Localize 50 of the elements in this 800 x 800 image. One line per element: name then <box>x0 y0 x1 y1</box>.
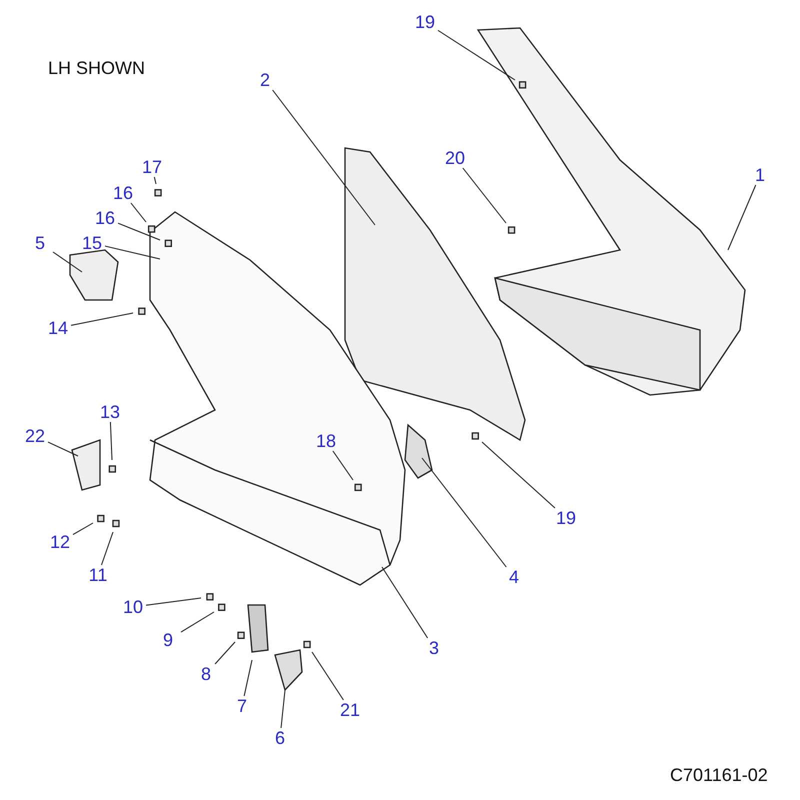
callout-number: 16 <box>92 208 118 228</box>
callout-number: 19 <box>553 508 579 528</box>
leader-line <box>70 312 134 326</box>
callout-number: 3 <box>421 638 447 658</box>
callout-number: 20 <box>442 148 468 168</box>
callout-number: 15 <box>79 233 105 253</box>
leader-line <box>146 598 202 606</box>
leader-line <box>130 202 146 222</box>
callout-number: 1 <box>747 165 773 185</box>
leader-line <box>482 442 556 508</box>
label-text: LH SHOWN <box>48 58 146 79</box>
leader-line <box>280 690 286 728</box>
callout-number: 5 <box>27 233 53 253</box>
leader-line <box>728 184 756 250</box>
callout-number: 6 <box>267 728 293 748</box>
leader-line <box>104 246 160 260</box>
callout-number: 8 <box>193 664 219 684</box>
callout-number: 17 <box>139 157 165 177</box>
leader-line <box>332 450 354 480</box>
leader-line <box>101 532 114 566</box>
callout-number: 13 <box>97 402 123 422</box>
leader-line <box>154 176 156 184</box>
leader-line <box>72 522 94 536</box>
callout-number: 22 <box>22 426 48 446</box>
callout-number: 14 <box>45 318 71 338</box>
leader-line <box>214 642 236 664</box>
callout-number: 16 <box>110 183 136 203</box>
leader-line <box>110 422 112 460</box>
leader-line <box>382 566 428 638</box>
leader-line <box>462 168 506 224</box>
leader-line <box>312 652 344 700</box>
callout-number: 2 <box>252 70 278 90</box>
callout-number: 10 <box>120 597 146 617</box>
leader-line <box>48 442 78 456</box>
leader-line <box>438 30 516 80</box>
callout-number: 21 <box>337 700 363 720</box>
leader-line <box>118 222 160 240</box>
leader-line <box>180 612 214 633</box>
callout-number: 12 <box>47 532 73 552</box>
callout-number: 19 <box>412 12 438 32</box>
callout-number: 7 <box>229 696 255 716</box>
callout-number: 18 <box>313 431 339 451</box>
leader-line <box>272 90 376 226</box>
drawing-number: C701161-02 <box>670 765 768 786</box>
callout-number: 11 <box>85 565 111 585</box>
callout-number: 4 <box>501 567 527 587</box>
leader-line <box>244 660 252 696</box>
leader-line <box>52 251 82 272</box>
leader-line <box>422 458 507 568</box>
callout-number: 9 <box>155 630 181 650</box>
